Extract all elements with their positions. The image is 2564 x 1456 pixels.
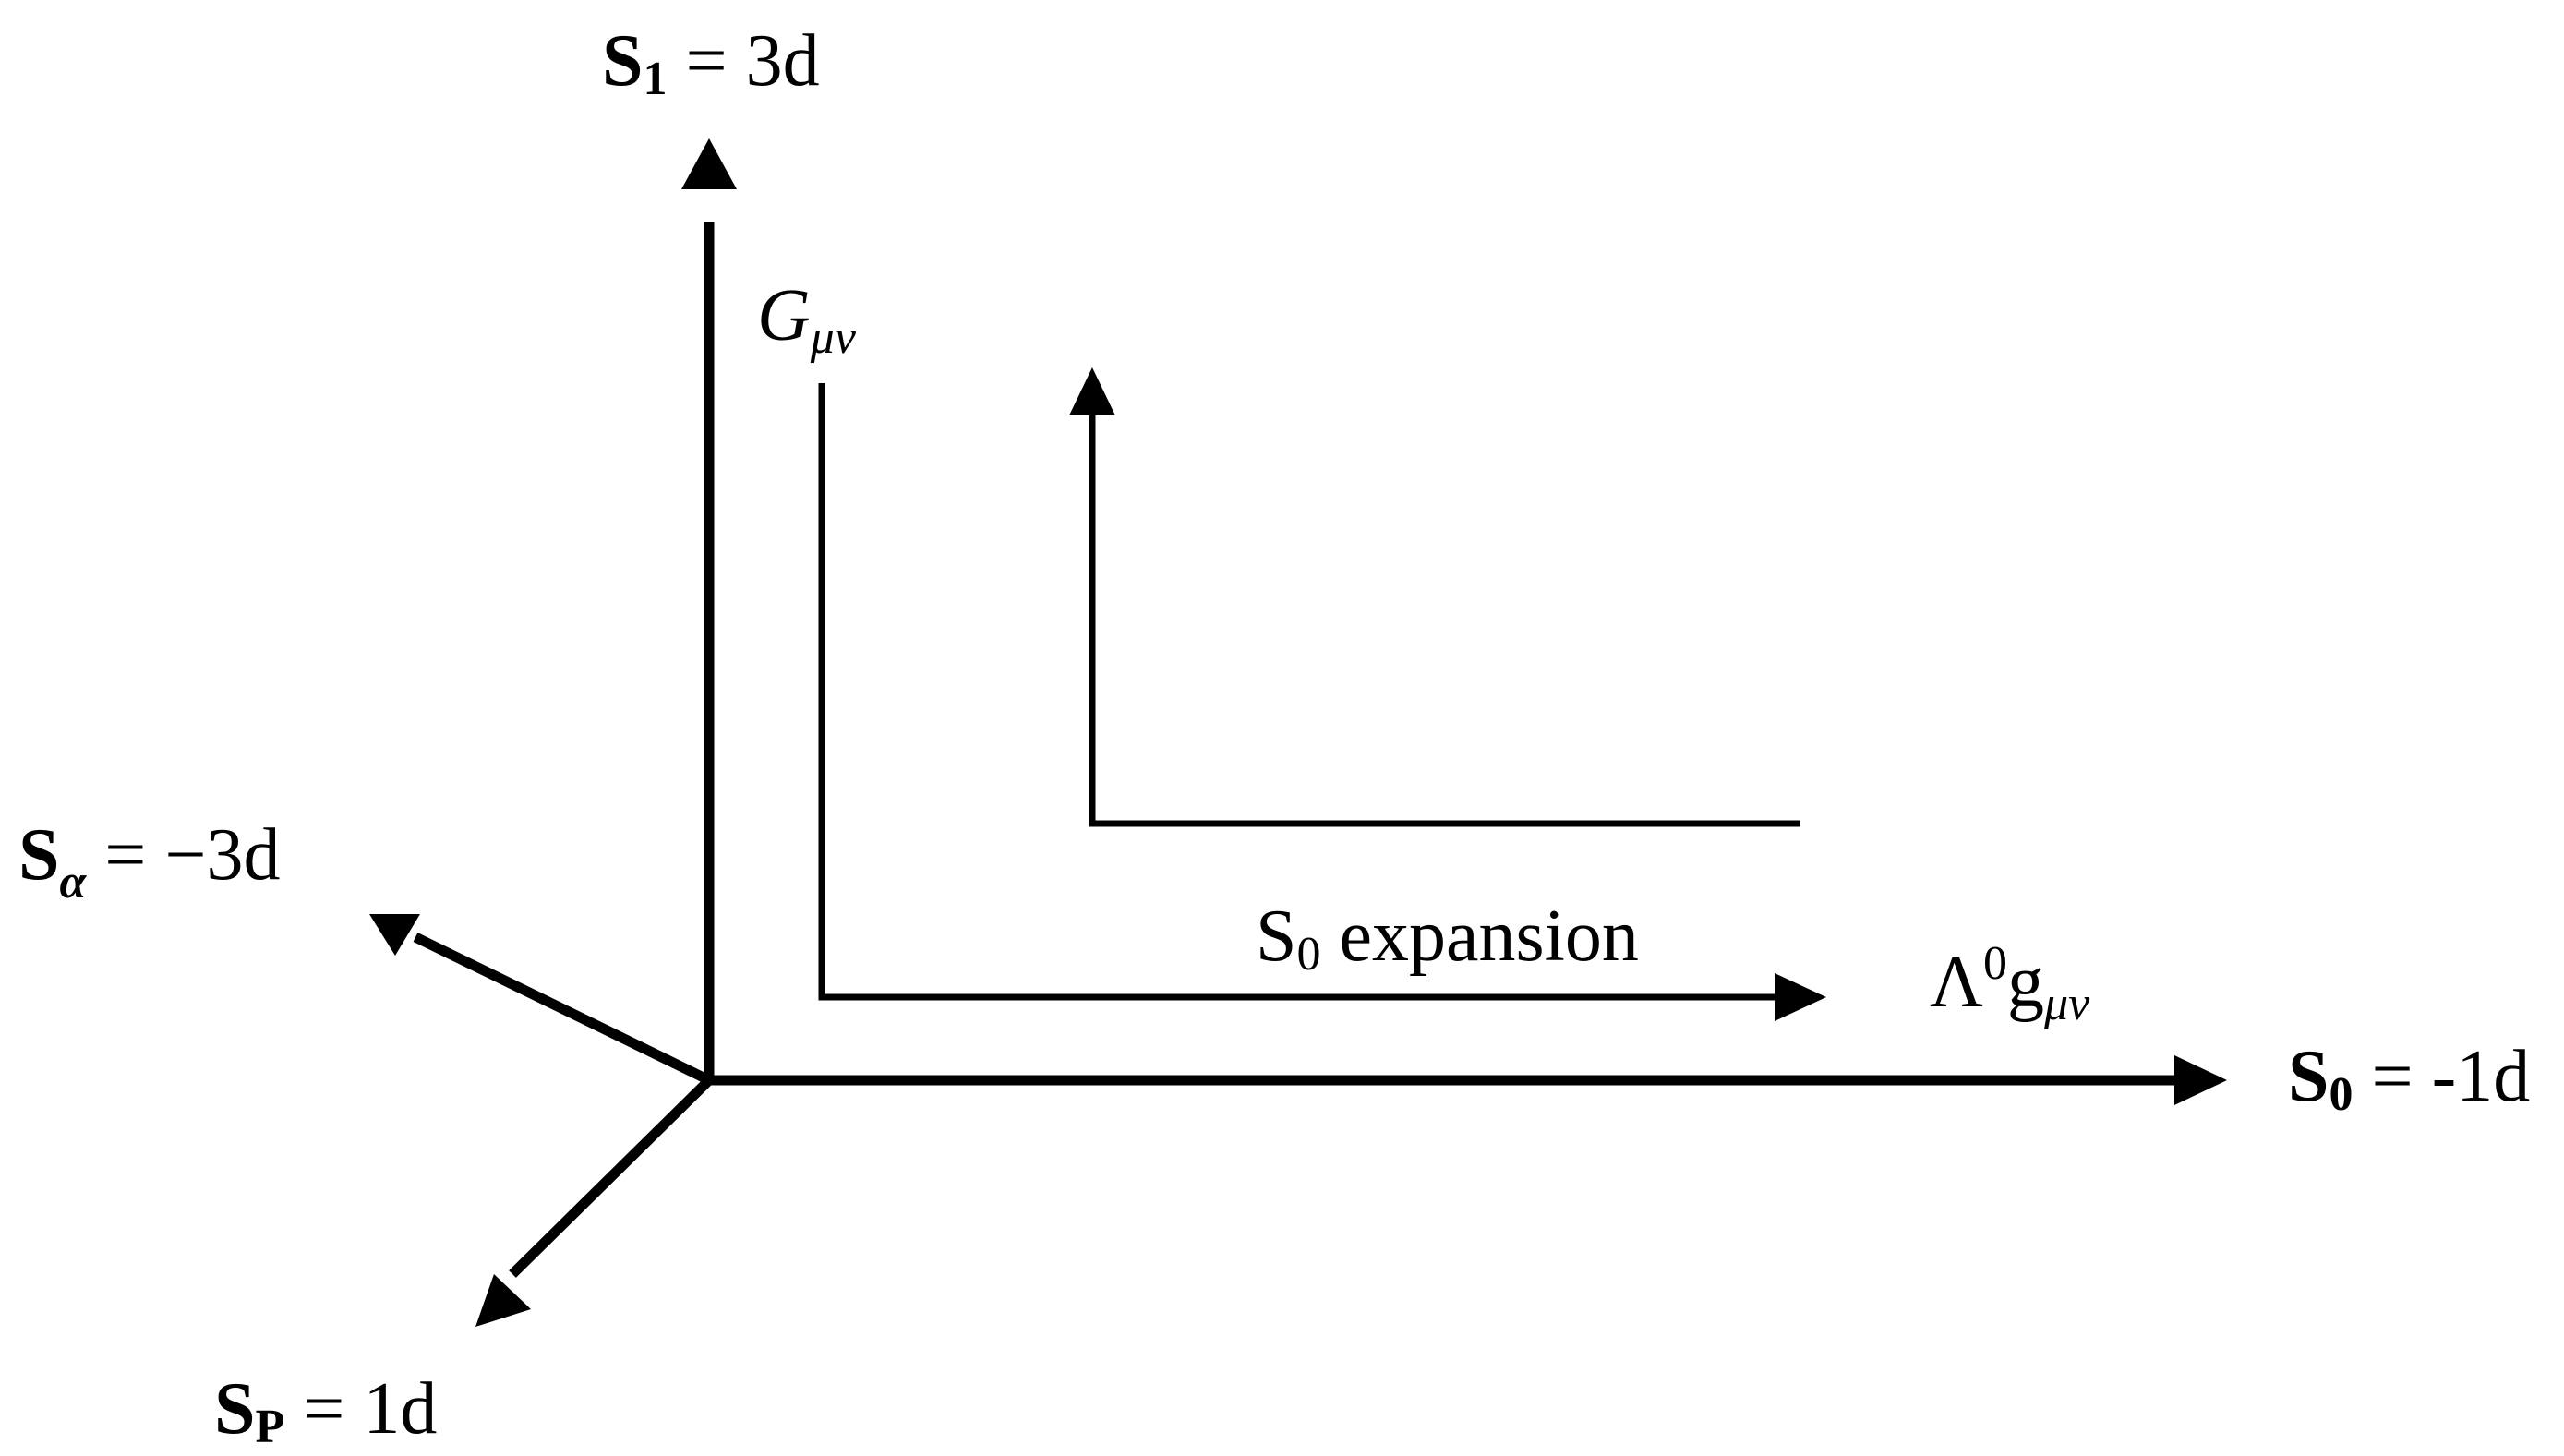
salpha-axis-label: Sα = −3d — [18, 814, 281, 908]
salpha-label-rest: = −3d — [86, 814, 280, 896]
s0-axis-arrow — [709, 1055, 2227, 1105]
s1-label-sub: 1 — [644, 53, 668, 105]
s0-label-rest: = -1d — [2353, 1036, 2531, 1117]
s0-axis-label: S0 = -1d — [2288, 1036, 2530, 1121]
expansion-main: S — [1256, 896, 1297, 977]
salpha-axis-arrow — [369, 914, 712, 1085]
lambda-g-label: Λ0gμν — [1930, 937, 2090, 1030]
sp-label-sub: P — [256, 1401, 285, 1453]
lambda-main: Λ — [1930, 942, 1983, 1023]
sp-axis-arrow — [475, 1077, 713, 1327]
sp-label-rest: = 1d — [284, 1368, 437, 1450]
lambda-g: g — [2007, 942, 2044, 1023]
s0-label-sub: 0 — [2329, 1068, 2353, 1121]
g-munu-main: G — [757, 275, 811, 356]
salpha-label-sub: α — [60, 856, 88, 908]
sp-label-main: S — [214, 1368, 256, 1450]
lambda-sub: μν — [2043, 978, 2090, 1030]
expansion-rest: expansion — [1321, 896, 1639, 977]
expansion-label: S0 expansion — [1256, 896, 1639, 981]
expansion-sub: 0 — [1297, 928, 1321, 981]
salpha-label-main: S — [18, 814, 60, 896]
s1-axis-label: S1 = 3d — [602, 20, 820, 105]
g-munu-label: Gμν — [757, 275, 857, 364]
s1-axis-arrow — [681, 138, 737, 1080]
lambda-sup: 0 — [1983, 937, 2007, 990]
inner-l-arrow — [1069, 367, 1800, 827]
expansion-bracket-arrow — [818, 383, 1826, 1021]
s0-label-main: S — [2288, 1036, 2329, 1117]
g-munu-sub: μν — [810, 311, 857, 364]
s1-label-main: S — [602, 20, 644, 102]
sp-axis-label: SP = 1d — [214, 1368, 437, 1453]
s1-label-rest: = 3d — [668, 20, 820, 102]
